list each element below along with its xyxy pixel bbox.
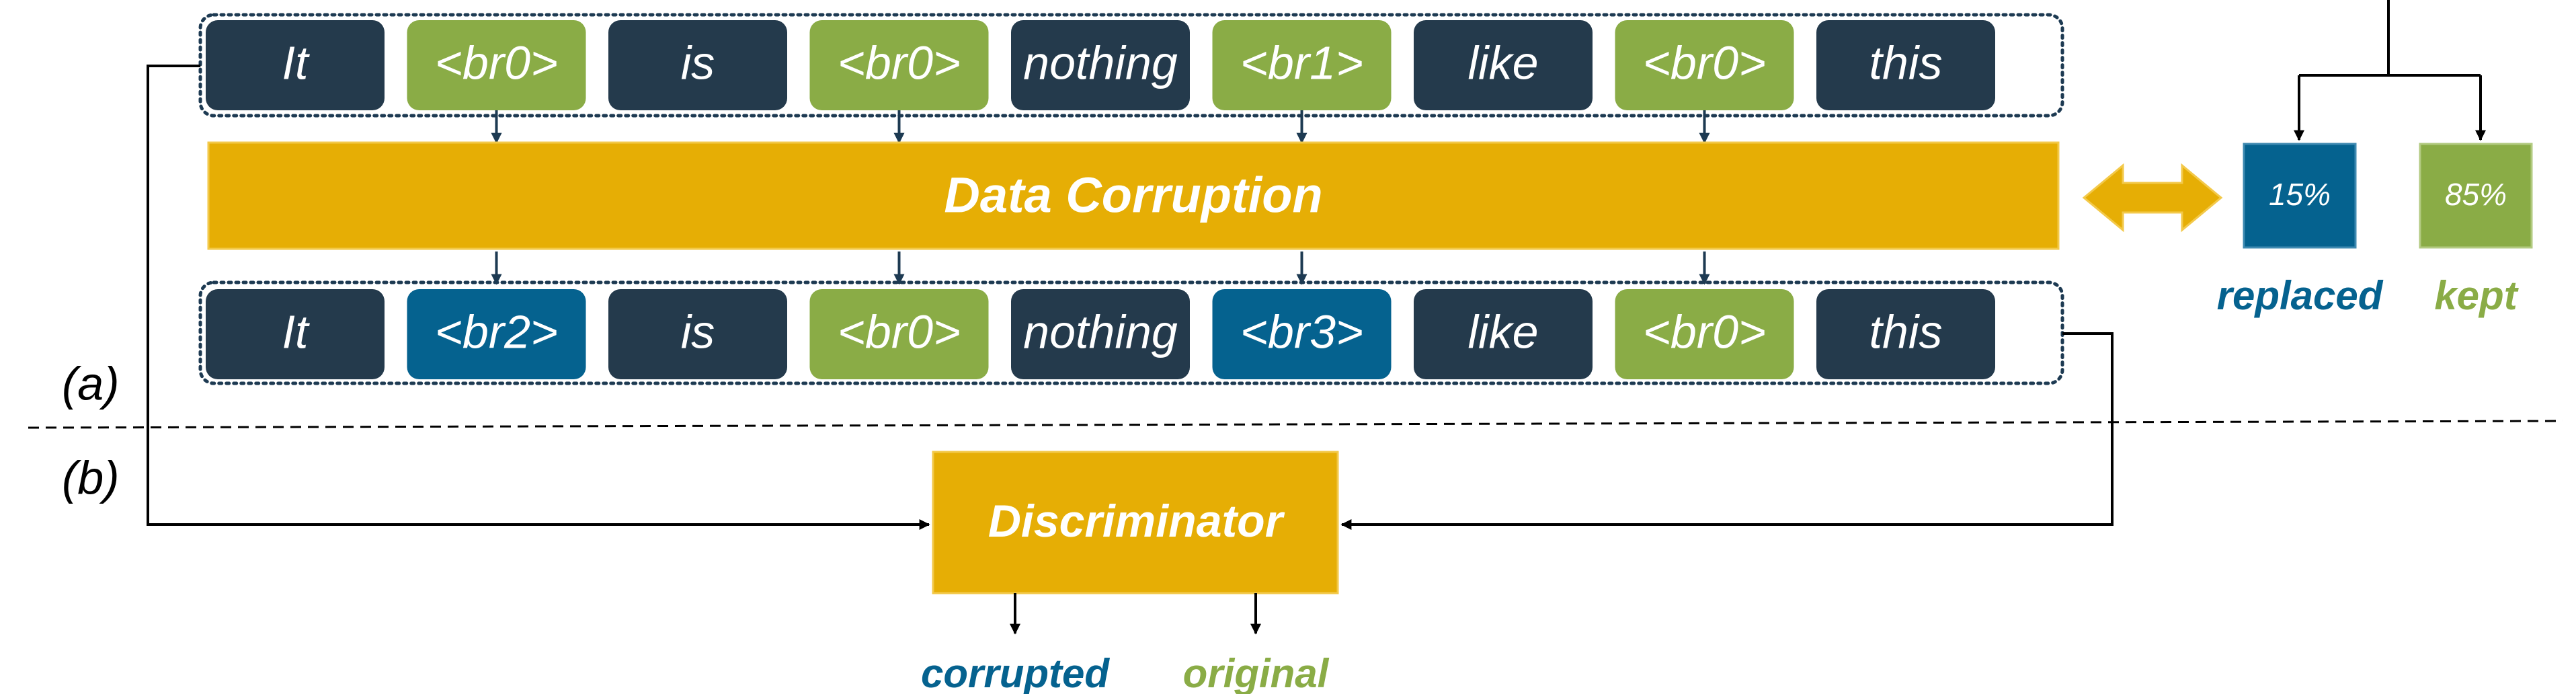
input-token-label: <br0> [435, 36, 558, 89]
legend-tree-lines [2294, 0, 2486, 141]
corrupted-token-box [1615, 289, 1794, 379]
input-token-box [1212, 20, 1392, 110]
input-token-label: this [1869, 36, 1943, 89]
input-token-row: It <br0> is <br0> nothing <br1> like <br0> this [206, 20, 1995, 110]
data-corruption-label: Data Corruption [944, 167, 1322, 223]
discriminator-label: Discriminator [988, 496, 1285, 547]
data-corruption-bar [207, 141, 2060, 250]
input-token: It [206, 20, 385, 110]
input-token-label: like [1467, 36, 1538, 89]
input-token-box [1615, 20, 1794, 110]
corruption-arrows [491, 110, 1710, 285]
corrupted-token-box [608, 289, 787, 379]
corrupted-to-discriminator-connector [1340, 332, 2114, 530]
input-token: this [1816, 20, 1995, 110]
corrupted-token-label: <br0> [838, 305, 961, 358]
replaced-legend-box [2243, 143, 2357, 249]
corrupted-token-box [407, 289, 586, 379]
discriminator-box [932, 451, 1339, 594]
corrupted-output-label: corrupted [921, 651, 1110, 694]
corrupted-token-label: <br3> [1240, 305, 1363, 358]
section-label-a: (a) [62, 357, 120, 410]
input-to-discriminator-connector [147, 65, 930, 530]
input-token: like [1414, 20, 1593, 110]
corrupted-token-box [1212, 289, 1392, 379]
corrupted-token-label: <br2> [435, 305, 558, 358]
kept-percent: 85% [2445, 177, 2507, 212]
section-label-b: (b) [62, 451, 120, 504]
corrupted-token-label: this [1869, 305, 1943, 358]
corrupted-token-label: like [1467, 305, 1538, 358]
kept-legend-box [2419, 143, 2533, 249]
input-token: nothing [1011, 20, 1190, 110]
corrupted-token-box [206, 289, 385, 379]
replaced-percent: 15% [2269, 177, 2331, 212]
input-token-box [809, 20, 989, 110]
input-token-box [1011, 20, 1190, 110]
input-token: <br0> [1615, 20, 1794, 110]
input-token-box [1816, 20, 1995, 110]
input-token-label: is [681, 36, 715, 89]
kept-label: kept [2434, 273, 2519, 318]
input-token-label: <br0> [838, 36, 961, 89]
corrupted-token-box [1414, 289, 1593, 379]
input-token-label: <br0> [1643, 36, 1766, 89]
corrupted-token-label: <br0> [1643, 305, 1766, 358]
corrupted-token: this [1816, 289, 1995, 379]
input-token: <br1> [1212, 20, 1392, 110]
corrupted-token-box [1011, 289, 1190, 379]
corrupted-token: It [206, 289, 385, 379]
corrupted-token: <br0> [809, 289, 989, 379]
input-token-box [407, 20, 586, 110]
corrupted-token: nothing [1011, 289, 1190, 379]
corrupted-token: <br2> [407, 289, 586, 379]
double-arrow-icon [2082, 163, 2223, 233]
original-output-label: original [1183, 651, 1330, 694]
corrupted-token-label: is [681, 305, 715, 358]
input-token-label: nothing [1023, 36, 1178, 89]
input-token-box [608, 20, 787, 110]
corrupted-token-label: nothing [1023, 305, 1178, 358]
corrupted-token-box [1816, 289, 1995, 379]
input-token: is [608, 20, 787, 110]
input-token-label: It [282, 36, 310, 89]
corrupted-token: <br3> [1212, 289, 1392, 379]
input-token-label: <br1> [1240, 36, 1363, 89]
input-token-box [206, 20, 385, 110]
input-token-box [1414, 20, 1593, 110]
corrupted-token: <br0> [1615, 289, 1794, 379]
corrupted-token-label: It [282, 305, 310, 358]
input-token: <br0> [809, 20, 989, 110]
corrupted-token-box [809, 289, 989, 379]
replaced-label: replaced [2217, 273, 2384, 318]
section-divider [28, 420, 2563, 429]
corrupted-token: is [608, 289, 787, 379]
corrupted-token-row: It <br2> is <br0> nothing <br3> like <br0> this [206, 289, 1995, 379]
corrupted-token: like [1414, 289, 1593, 379]
input-token: <br0> [407, 20, 586, 110]
